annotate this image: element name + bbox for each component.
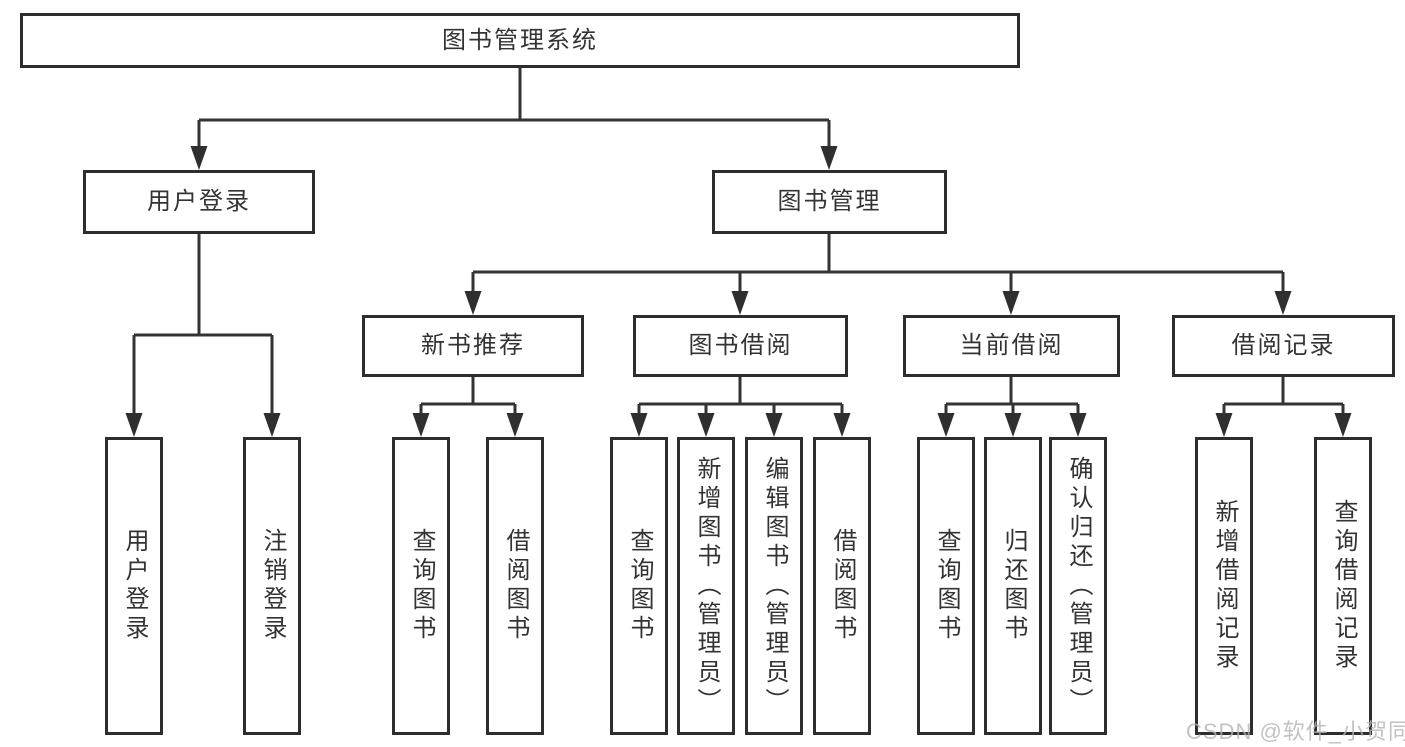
node-current-borrowing-label: 当前借阅: [959, 332, 1064, 359]
node-new-book-recommendation: 新书推荐: [362, 315, 584, 377]
leaf-search-books-recommend-label: 查询图书: [408, 528, 435, 644]
leaf-borrow-books-recommend-label: 借阅图书: [502, 528, 529, 644]
leaf-user-login: 用户登录: [105, 437, 163, 735]
node-borrowing-records-label: 借阅记录: [1231, 332, 1336, 359]
leaf-edit-book-admin-label: 编辑图书（管理员）: [761, 455, 788, 717]
node-current-borrowing: 当前借阅: [903, 315, 1120, 377]
leaf-add-borrow-record: 新增借阅记录: [1195, 437, 1253, 735]
leaf-add-book-admin: 新增图书（管理员）: [677, 437, 735, 735]
node-book-management-label: 图书管理: [777, 188, 882, 215]
leaf-edit-book-admin: 编辑图书（管理员）: [745, 437, 803, 735]
leaf-search-borrow-record-label: 查询借阅记录: [1330, 499, 1357, 673]
leaf-search-books-current: 查询图书: [917, 437, 975, 735]
leaf-borrow-books-recommend: 借阅图书: [486, 437, 544, 735]
leaf-add-borrow-record-label: 新增借阅记录: [1211, 499, 1238, 673]
node-user-login: 用户登录: [83, 170, 315, 234]
node-new-book-recommendation-label: 新书推荐: [421, 332, 525, 359]
leaf-search-books-current-label: 查询图书: [933, 528, 960, 644]
node-book-borrowing: 图书借阅: [633, 315, 848, 377]
leaf-logout-label: 注销登录: [259, 528, 286, 644]
leaf-add-book-admin-label: 新增图书（管理员）: [693, 455, 720, 717]
node-borrowing-records: 借阅记录: [1172, 315, 1395, 377]
watermark-text: CSDN @软件_小贺同学: [1186, 719, 1405, 744]
leaf-logout: 注销登录: [243, 437, 301, 735]
leaf-user-login-label: 用户登录: [121, 528, 148, 644]
node-user-login-label: 用户登录: [147, 188, 251, 215]
leaf-borrow-books-borrowing-label: 借阅图书: [829, 528, 856, 644]
node-library-management-system: 图书管理系统: [20, 13, 1020, 68]
leaf-search-books-borrowing: 查询图书: [610, 437, 668, 735]
node-book-management: 图书管理: [712, 170, 947, 234]
leaf-search-borrow-record: 查询借阅记录: [1314, 437, 1372, 735]
leaf-borrow-books-borrowing: 借阅图书: [813, 437, 871, 735]
leaf-confirm-return-admin-label: 确认归还（管理员）: [1065, 455, 1092, 717]
node-book-borrowing-label: 图书借阅: [688, 332, 793, 359]
node-library-management-system-label: 图书管理系统: [442, 26, 598, 54]
leaf-return-book: 归还图书: [984, 437, 1042, 735]
leaf-search-books-borrowing-label: 查询图书: [626, 528, 653, 644]
leaf-confirm-return-admin: 确认归还（管理员）: [1049, 437, 1107, 735]
leaf-return-book-label: 归还图书: [1000, 528, 1027, 644]
leaf-search-books-recommend: 查询图书: [392, 437, 450, 735]
